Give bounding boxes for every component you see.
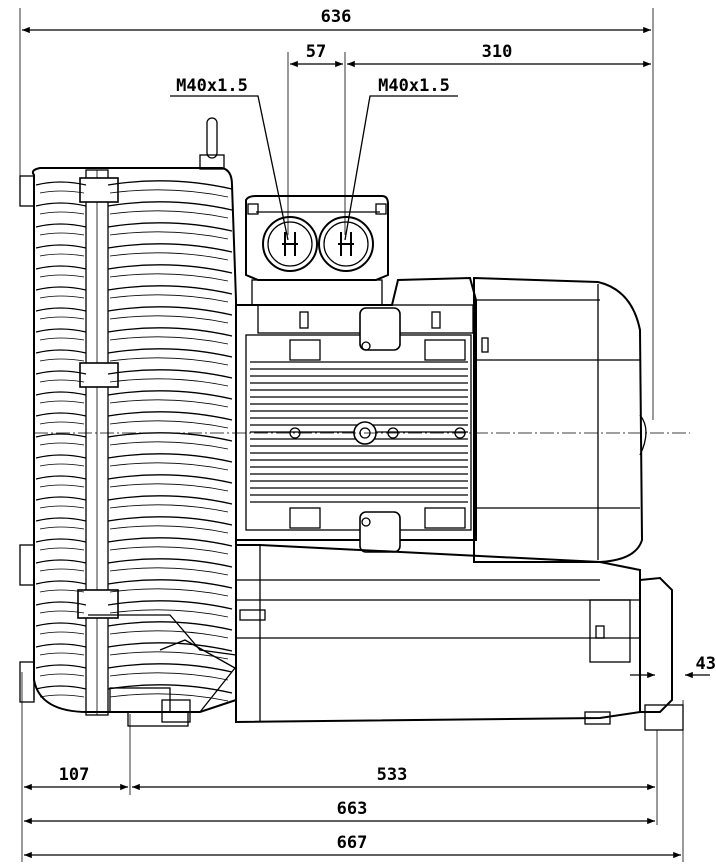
fin-line xyxy=(39,294,229,303)
fin-line xyxy=(39,609,229,618)
fin-line xyxy=(35,516,233,526)
dim-533-label: 533 xyxy=(377,765,408,785)
fin-line xyxy=(39,630,229,639)
fin-line xyxy=(39,210,229,219)
fin-line xyxy=(35,474,233,484)
fin-line xyxy=(35,348,233,358)
conduit-gland-right xyxy=(318,216,374,272)
fin-line xyxy=(35,432,233,442)
dim-43-label: 43 xyxy=(696,654,716,674)
dim-663-label: 663 xyxy=(337,799,368,819)
fin-line xyxy=(39,315,229,324)
fin-line xyxy=(39,336,229,345)
fin-line xyxy=(39,252,229,261)
fin-line xyxy=(39,546,229,555)
dim-57-label: 57 xyxy=(306,42,326,62)
fan-cowl xyxy=(473,276,647,563)
dimension-lines xyxy=(19,8,710,862)
dim-667-label: 667 xyxy=(337,833,368,853)
fin-line xyxy=(39,231,229,240)
fin-line xyxy=(35,495,233,505)
fin-line xyxy=(39,483,229,492)
thread-symbol-left xyxy=(282,232,298,256)
thread-left-label: M40x1.5 xyxy=(176,76,248,96)
fin-line xyxy=(39,441,229,450)
fin-line xyxy=(39,420,229,429)
blower-housing xyxy=(19,117,237,727)
dimension-labels: 636 57 310 M40x1.5 M40x1.5 43 107 533 66… xyxy=(59,7,716,853)
fin-line xyxy=(35,285,233,295)
fin-line xyxy=(39,399,229,408)
thread-symbol-right xyxy=(338,232,354,256)
fin-line xyxy=(35,558,233,568)
fin-line xyxy=(35,201,233,211)
fin-line xyxy=(39,378,229,387)
cooling-fins xyxy=(35,180,233,702)
fin-line xyxy=(35,684,233,694)
dim-107-label: 107 xyxy=(59,765,90,785)
fin-line xyxy=(35,243,233,253)
fin-line xyxy=(35,537,233,547)
fin-line xyxy=(35,306,233,316)
fin-line xyxy=(35,390,233,400)
fin-line xyxy=(39,588,229,597)
fin-line xyxy=(35,579,233,589)
terminal-box xyxy=(245,195,389,306)
fin-line xyxy=(35,222,233,232)
fin-line xyxy=(39,672,229,681)
fin-line xyxy=(39,273,229,282)
fin-line xyxy=(35,327,233,337)
fin-line xyxy=(35,642,233,652)
fin-line xyxy=(35,453,233,463)
fin-line xyxy=(39,462,229,471)
fin-line xyxy=(39,189,229,198)
fin-line xyxy=(39,357,229,366)
fin-line xyxy=(39,525,229,534)
fin-line xyxy=(35,411,233,421)
thread-right-label: M40x1.5 xyxy=(378,76,450,96)
dim-310-label: 310 xyxy=(482,42,513,62)
fin-line xyxy=(35,621,233,631)
fin-line xyxy=(39,693,229,702)
conduit-gland-left xyxy=(262,216,318,272)
fin-line xyxy=(35,264,233,274)
fin-line xyxy=(39,651,229,660)
fin-line xyxy=(39,504,229,513)
fin-line xyxy=(35,663,233,673)
fin-line xyxy=(39,567,229,576)
dim-636-label: 636 xyxy=(321,7,352,27)
leader-thread-right xyxy=(344,95,458,241)
fin-line xyxy=(35,180,233,190)
fin-line xyxy=(35,369,233,379)
base-silencer xyxy=(235,544,684,731)
motor-body xyxy=(235,276,477,553)
leader-thread-left xyxy=(170,95,289,241)
fin-line xyxy=(35,600,233,610)
